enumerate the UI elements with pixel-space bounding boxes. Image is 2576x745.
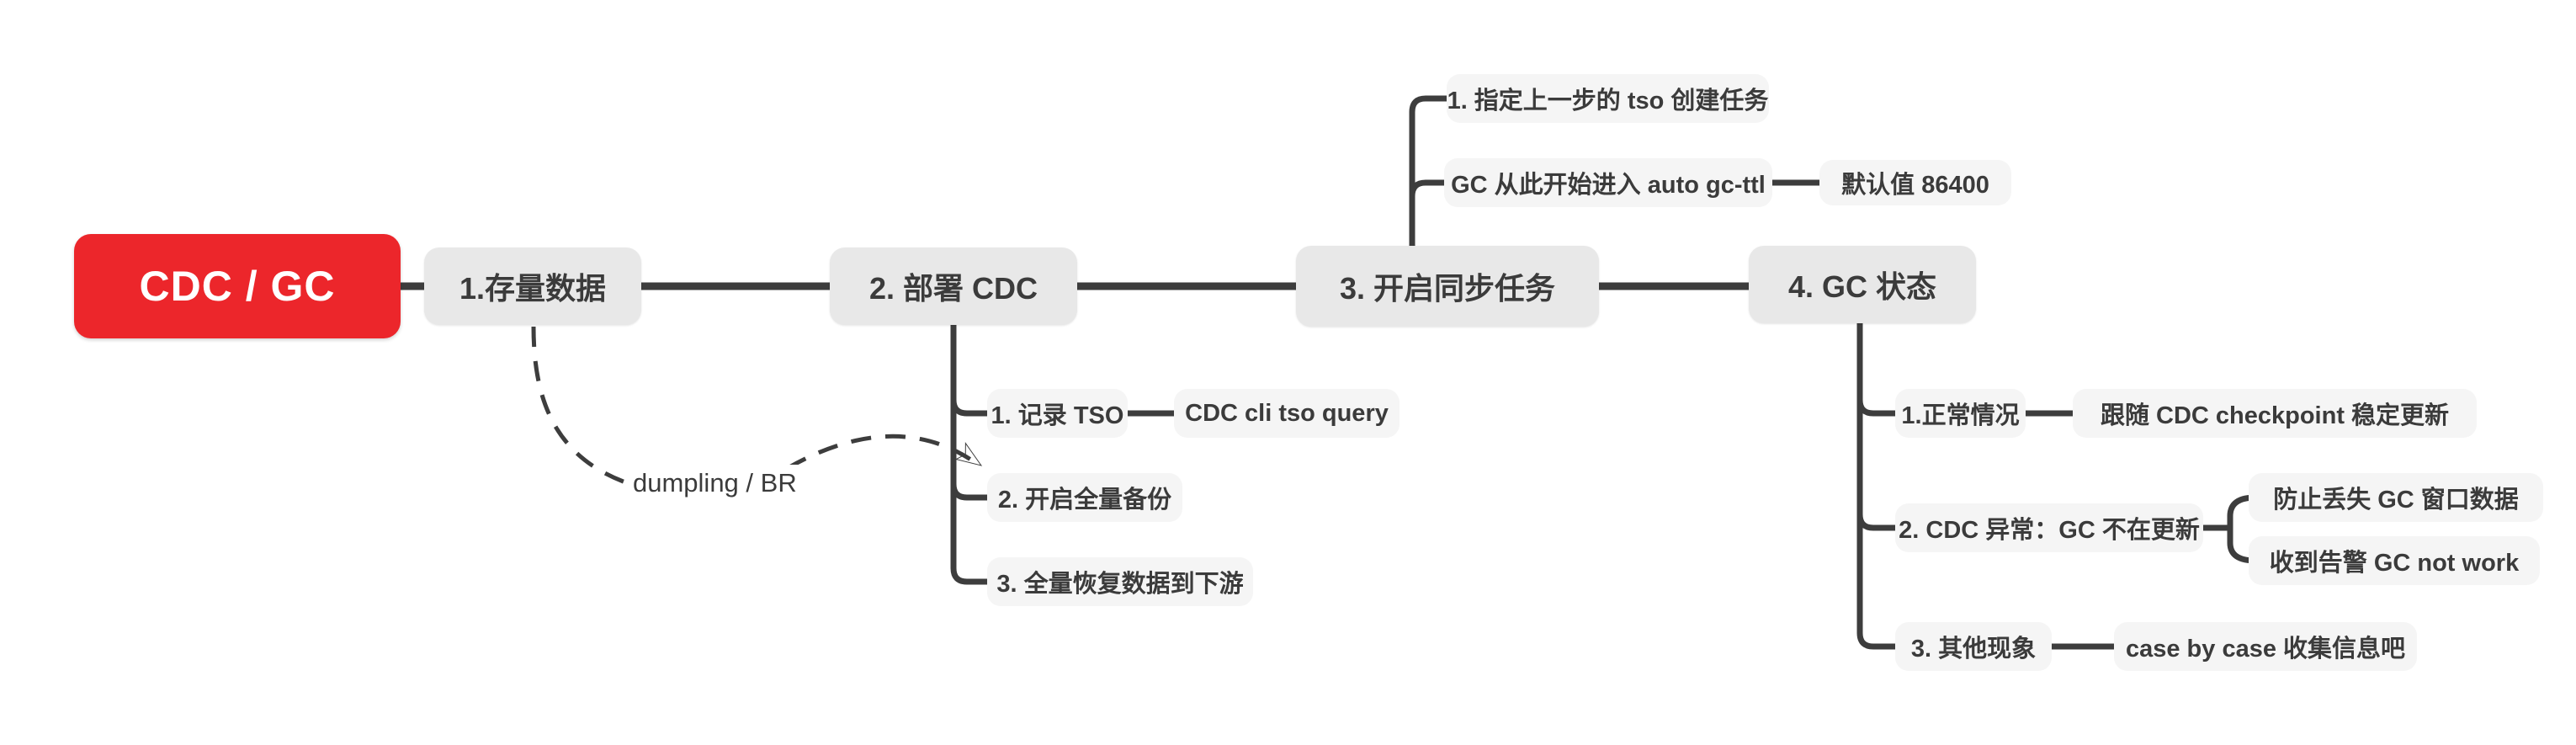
subtopic-gc-enter-auto-gcttl[interactable]: GC 从此开始进入 auto gc-ttl [1444,158,1772,207]
subtopic-alert-gc-not-work[interactable]: 收到告警 GC not work [2249,536,2540,585]
subtopic-start-full-backup[interactable]: 2. 开启全量备份 [987,473,1182,522]
main-topic-1-stock-data[interactable]: 1.存量数据 [424,247,641,325]
connector-topic3-trunk [1409,95,1464,253]
subtopic-record-tso[interactable]: 1. 记录 TSO [987,389,1128,438]
subtopic-other-phenomena[interactable]: 3. 其他现象 [1895,622,2052,671]
root-node-cdc-gc[interactable]: CDC / GC [74,234,401,338]
main-topic-4-gc-status[interactable]: 4. GC 状态 [1749,246,1976,323]
subtopic-follow-cdc-checkpoint[interactable]: 跟随 CDC checkpoint 稳定更新 [2073,389,2477,438]
relationship-line-end[interactable] [786,434,976,471]
connector-topic4-branch2 [1856,514,1912,531]
subtopic-cdc-abnormal-gc-not-updating[interactable]: 2. CDC 异常：GC 不在更新 [1895,503,2203,552]
relationship-arrowhead-icon [954,442,983,466]
subtopic-default-value-86400[interactable]: 默认值 86400 [1819,160,2011,205]
connector-cdc-abnormal-fork [2227,494,2256,564]
subtopic-normal-case[interactable]: 1.正常情况 [1895,389,2026,438]
connector-topic4-branch1 [1856,399,1912,417]
relationship-label-dumpling-br[interactable]: dumpling / BR [629,465,800,502]
connector-topic2-trunk [950,318,1006,585]
subtopic-create-task-with-tso[interactable]: 1. 指定上一步的 tso 创建任务 [1447,74,1769,123]
main-topic-3-start-sync-task[interactable]: 3. 开启同步任务 [1296,246,1599,327]
subtopic-full-restore-downstream[interactable]: 3. 全量恢复数据到下游 [987,557,1253,606]
connector-topic2-branch1 [950,399,1006,417]
subtopic-cdc-cli-tso-query[interactable]: CDC cli tso query [1174,389,1400,438]
connector-topic4-trunk [1856,318,1912,650]
connector-topic2-branch2 [950,483,1006,501]
main-topic-2-deploy-cdc[interactable]: 2. 部署 CDC [830,247,1077,325]
subtopic-case-by-case-collect-info[interactable]: case by case 收集信息吧 [2114,622,2417,671]
connector-topic3-branch2 [1409,179,1461,197]
relationship-line-start[interactable] [531,326,629,486]
subtopic-prevent-gc-window-data-loss[interactable]: 防止丢失 GC 窗口数据 [2249,473,2543,522]
